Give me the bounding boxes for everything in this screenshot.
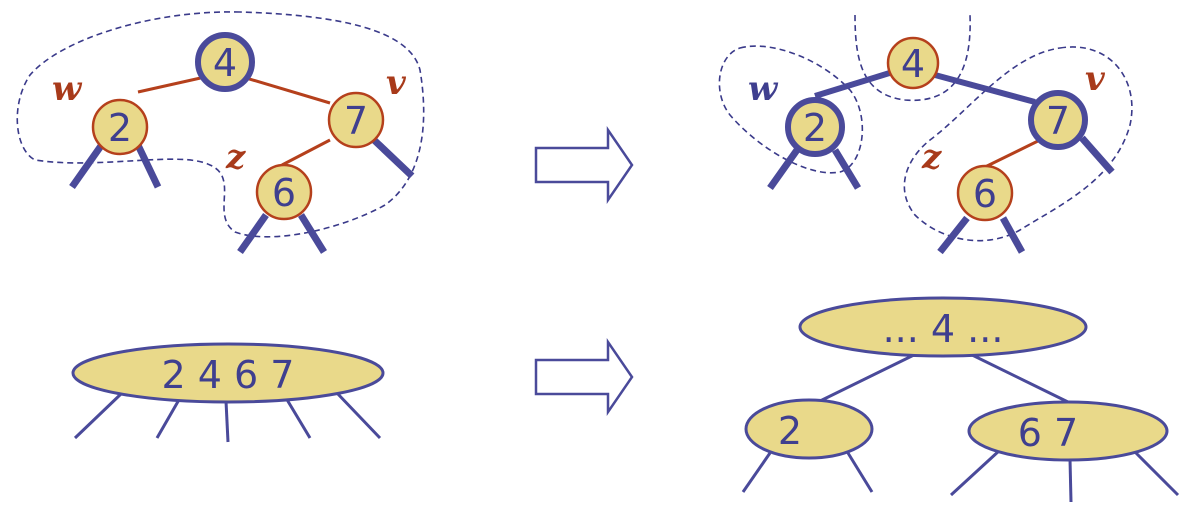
svg-text:... 4 ...: ... 4 ... (883, 307, 1004, 351)
edge-7-leaf-right (371, 137, 415, 179)
edge-6-leaf-right (999, 216, 1026, 254)
node-6: 6 (956, 164, 1014, 222)
dashed-boundary-v (903, 46, 1133, 242)
edge-4-2 (814, 69, 894, 99)
svg-text:7: 7 (344, 99, 368, 143)
label-v: v (386, 63, 407, 103)
label-w: w (748, 69, 779, 109)
edge-2-leaf-right (832, 148, 861, 190)
transform-arrow-bottom (534, 337, 634, 417)
edge-7-6 (281, 138, 331, 167)
top-right-tree: 4 2 7 6 w v z (718, 14, 1133, 255)
label-z: z (921, 137, 942, 177)
svg-text:2: 2 (778, 409, 802, 453)
node-4: 4 (195, 32, 255, 92)
node-6: 6 (255, 163, 313, 221)
edge-2-leaf-left (69, 140, 106, 190)
label-z: z (225, 137, 246, 177)
edge-6-leaf-right (298, 213, 327, 254)
node-4: 4 (886, 36, 940, 90)
edge-7-leaf-right (1079, 135, 1115, 175)
edge-2-leaf-left (767, 147, 800, 191)
svg-text:6 7: 6 7 (1018, 411, 1078, 455)
svg-text:2: 2 (803, 106, 827, 150)
edge-6-leaf-left (937, 215, 970, 255)
parent-node: ... 4 ... (798, 296, 1088, 358)
dashed-boundary (16, 11, 425, 238)
dashed-boundary-w (718, 45, 864, 174)
edge-7-6 (984, 138, 1041, 169)
svg-text:6: 6 (272, 171, 296, 215)
keys-label: 2 4 6 7 (162, 353, 295, 397)
label-w: w (52, 69, 83, 109)
node-7: 7 (327, 91, 385, 149)
edge-2-leaf-right (133, 141, 162, 189)
left-child-node: 2 (744, 398, 874, 460)
node-2: 2 (91, 98, 149, 156)
edge-4-7 (934, 72, 1036, 105)
svg-text:4: 4 (901, 42, 925, 86)
node-7: 7 (1028, 90, 1088, 150)
edge-4-7 (235, 73, 331, 105)
svg-text:6: 6 (973, 172, 997, 216)
label-v: v (1085, 59, 1106, 99)
top-left-tree: 4 2 7 6 w v z (16, 11, 425, 255)
transform-arrow-top (534, 125, 634, 205)
dashed-boundary-root (854, 14, 971, 102)
svg-text:7: 7 (1046, 99, 1070, 143)
bottom-right-tree: ... 4 ... 2 6 7 (741, 296, 1180, 503)
node-2: 2 (785, 97, 845, 157)
svg-text:4: 4 (213, 41, 237, 85)
edge-6-leaf-left (237, 212, 269, 255)
bottom-left-node: 2 4 6 7 (71, 342, 385, 443)
svg-text:2: 2 (108, 106, 132, 150)
right-child-node: 6 7 (967, 400, 1169, 462)
